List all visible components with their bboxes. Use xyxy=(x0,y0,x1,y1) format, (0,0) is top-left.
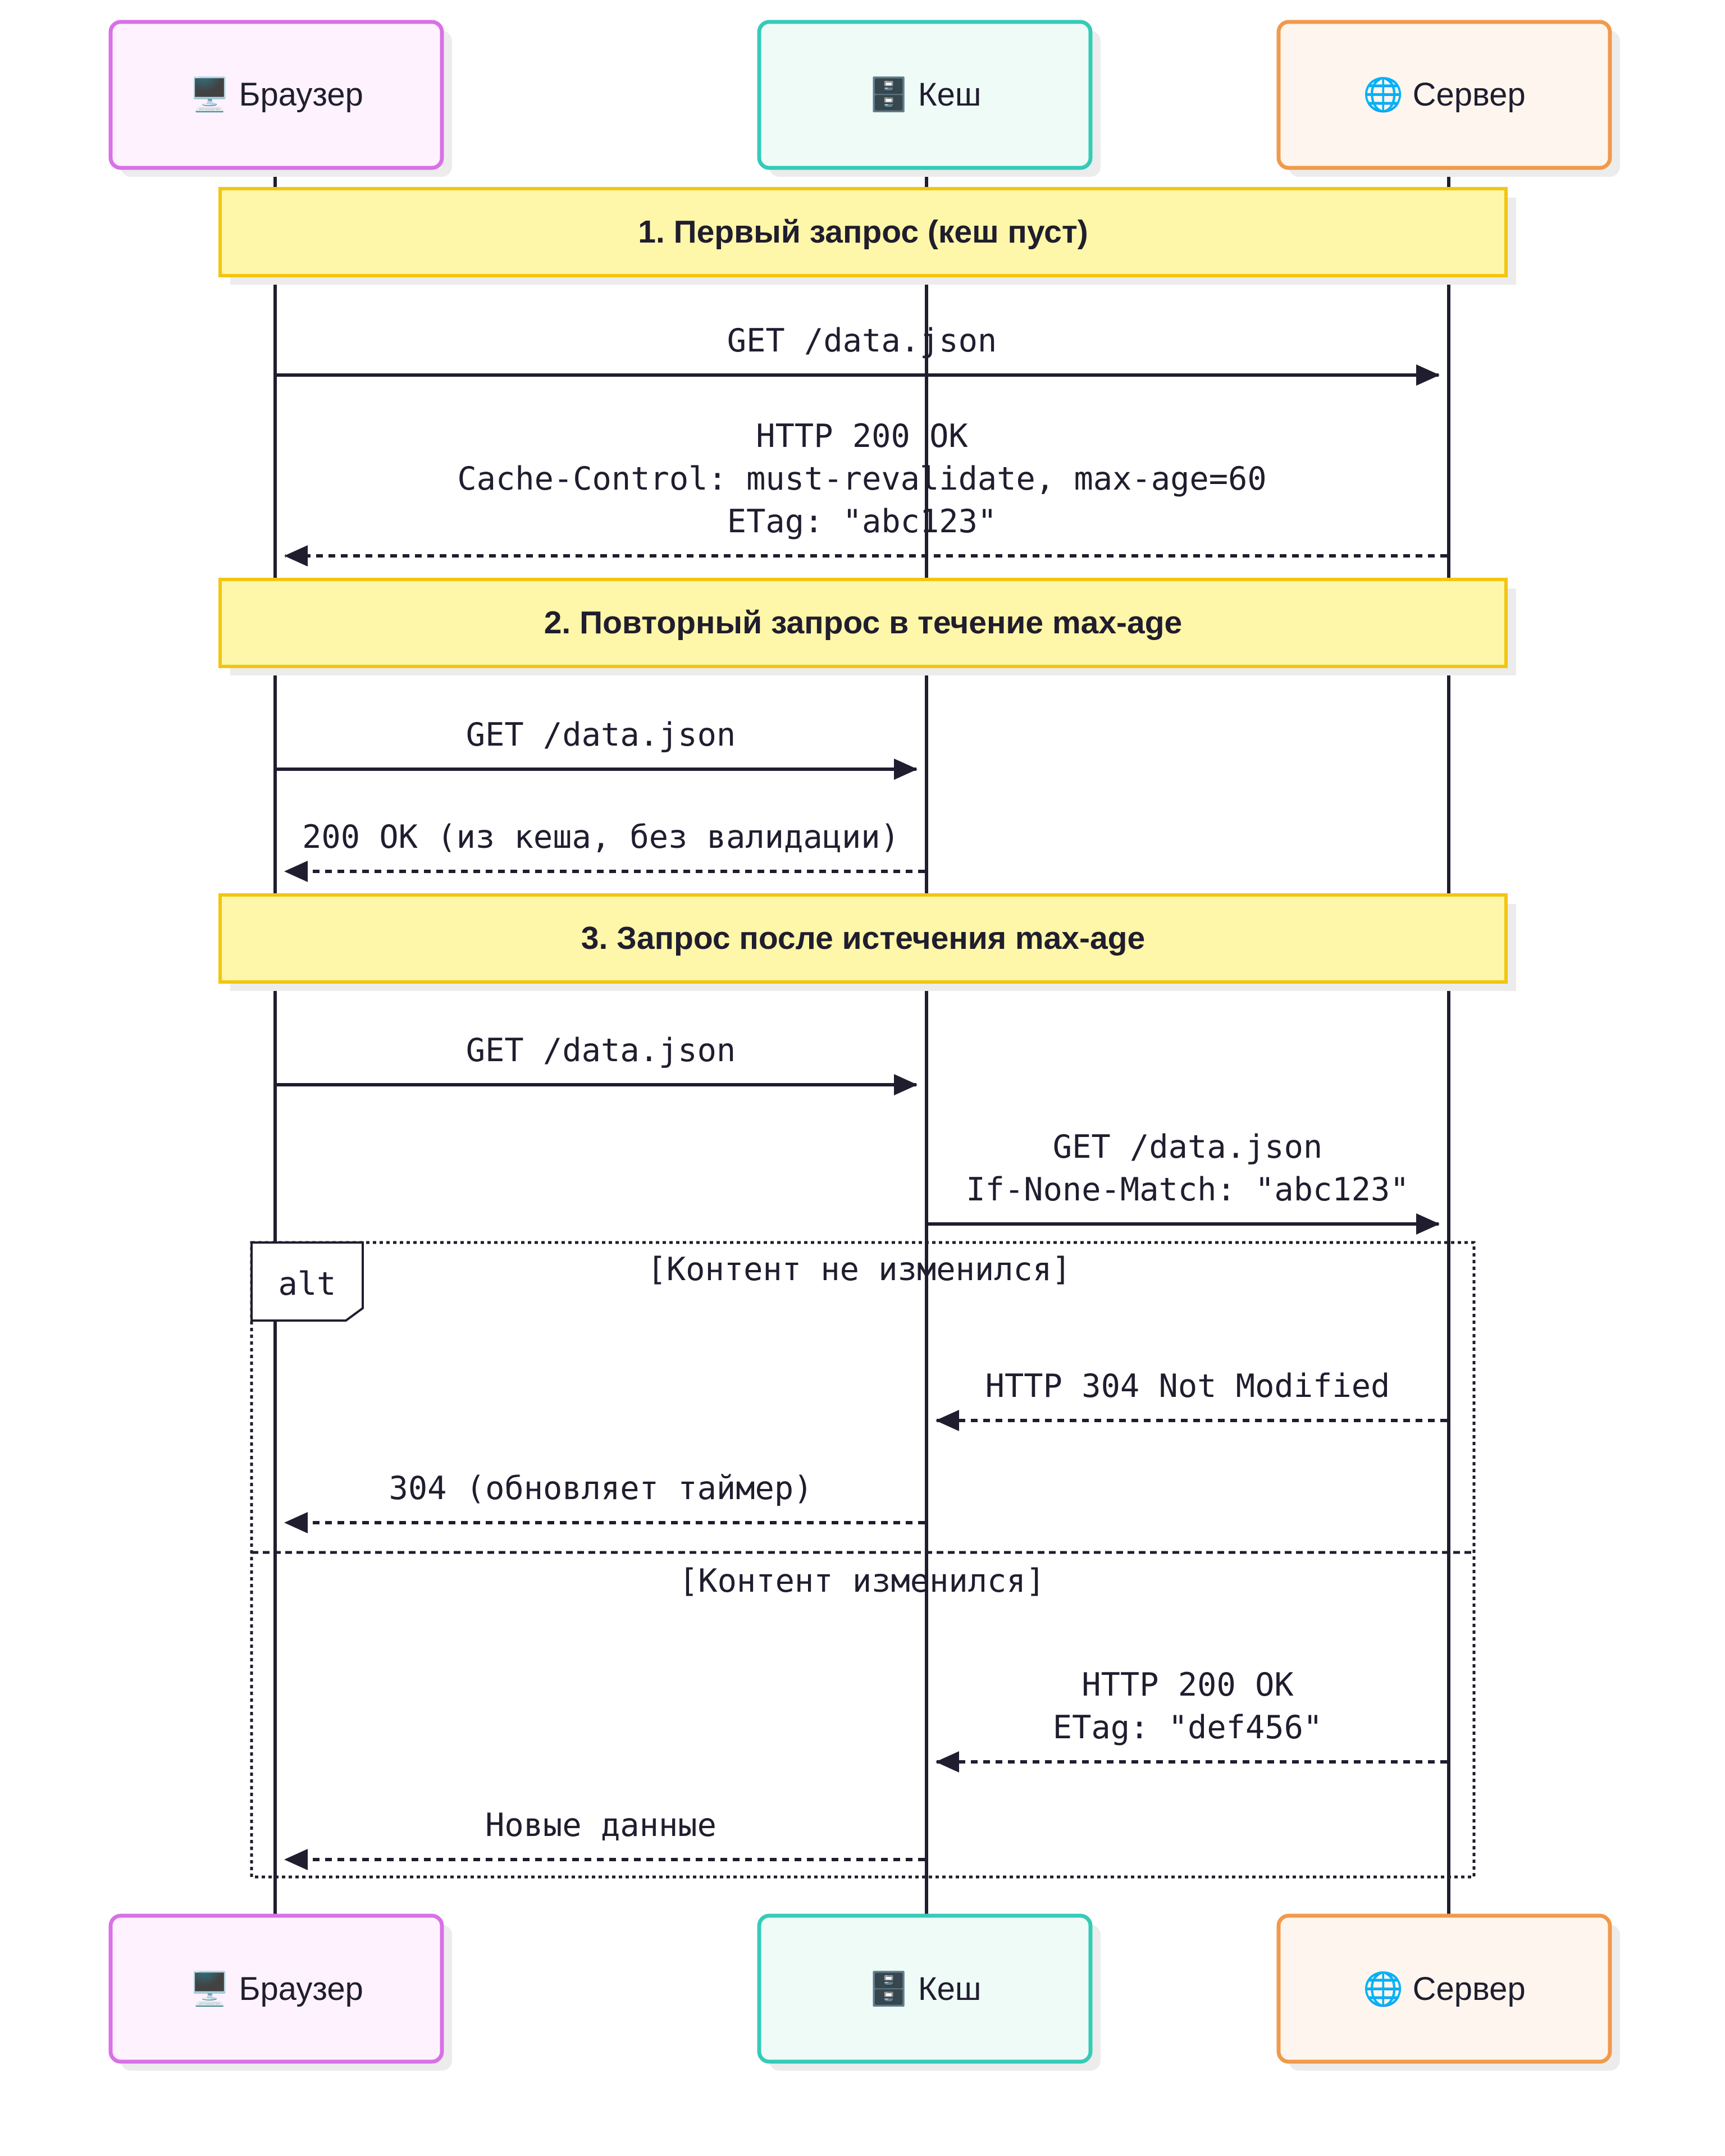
message-4: 200 OK (из кеша, без валидации) xyxy=(284,819,925,882)
message-label: Новые данные xyxy=(485,1807,717,1844)
svg-text:🖥️ Браузер: 🖥️ Браузер xyxy=(189,76,363,113)
participant-server-label: Сервер xyxy=(1413,1971,1526,2007)
arrowhead-icon xyxy=(935,1751,959,1773)
arrowhead-icon xyxy=(284,1849,308,1870)
message-label: HTTP 304 Not Modified xyxy=(985,1368,1390,1405)
alt-frame-border xyxy=(250,1241,1476,1879)
message-5: GET /data.json xyxy=(277,1032,918,1095)
alt-label-tab xyxy=(250,1241,364,1322)
participant-cache-top: 🗄️ Кеш xyxy=(757,20,1101,177)
monitor-icon: 🖥️ xyxy=(189,1970,230,2007)
alt-condition-changed: [Контент изменился] xyxy=(679,1563,1045,1600)
message-label: ETag: "abc123" xyxy=(727,503,997,540)
message-label: GET /data.json xyxy=(466,1032,736,1069)
message-label: 200 OK (из кеша, без валидации) xyxy=(302,819,900,856)
message-label: GET /data.json xyxy=(466,716,736,753)
arrowhead-icon xyxy=(284,545,308,567)
arrowhead-icon xyxy=(1416,1213,1440,1235)
message-label: If-None-Match: "abc123" xyxy=(966,1171,1409,1208)
file-cabinet-icon: 🗄️ xyxy=(869,1970,909,2007)
message-label: HTTP 200 OK xyxy=(1081,1666,1294,1703)
message-8: 304 (обновляет таймер) xyxy=(284,1470,925,1533)
lifelines xyxy=(273,168,1450,1920)
svg-text:🗄️ Кеш: 🗄️ Кеш xyxy=(869,76,982,113)
alt-condition-unchanged: [Контент не изменился] xyxy=(647,1251,1071,1288)
message-7: HTTP 304 Not Modified xyxy=(935,1368,1447,1431)
alt-label: alt xyxy=(279,1266,336,1303)
message-label: HTTP 200 OK xyxy=(756,418,968,455)
alt-frame: alt [Контент не изменился] [Контент изме… xyxy=(250,1241,1476,1879)
message-label: GET /data.json xyxy=(727,322,997,359)
globe-icon: 🌐 xyxy=(1363,76,1403,113)
participant-server-top: 🌐 Сервер xyxy=(1276,20,1620,177)
participant-cache-bottom: 🗄️ Кеш xyxy=(757,1913,1101,2071)
participant-cache-label: Кеш xyxy=(918,76,982,113)
notes: 1. Первый запрос (кеш пуст) 2. Повторный… xyxy=(218,187,1516,991)
participant-server-label: Сервер xyxy=(1413,76,1526,113)
message-9: HTTP 200 OK ETag: "def456" xyxy=(935,1666,1447,1773)
arrowhead-icon xyxy=(894,1074,918,1095)
participant-server-bottom: 🌐 Сервер xyxy=(1276,1913,1620,2071)
message-10: Новые данные xyxy=(284,1807,925,1870)
file-cabinet-icon: 🗄️ xyxy=(869,76,909,113)
note-first-request-text: 1. Первый запрос (кеш пуст) xyxy=(638,214,1088,250)
participant-browser-top: 🖥️ Браузер xyxy=(108,20,452,177)
arrowhead-icon xyxy=(935,1410,959,1431)
arrowhead-icon xyxy=(1416,364,1440,386)
participants-bottom: 🖥️ Браузер 🗄️ Кеш 🌐 Сервер xyxy=(108,1913,1620,2071)
svg-text:🗄️ Кеш: 🗄️ Кеш xyxy=(869,1970,982,2007)
message-label: ETag: "def456" xyxy=(1053,1709,1322,1746)
participants-top: 🖥️ Браузер 🗄️ Кеш 🌐 Сервер xyxy=(108,20,1620,177)
participant-browser-label: Браузер xyxy=(239,76,363,113)
message-2: HTTP 200 OK Cache-Control: must-revalidat… xyxy=(284,418,1447,567)
svg-text:🌐 Сервер: 🌐 Сервер xyxy=(1363,76,1525,113)
globe-icon: 🌐 xyxy=(1363,1970,1403,2007)
participant-browser-bottom: 🖥️ Браузер xyxy=(108,1913,452,2071)
arrowhead-icon xyxy=(284,861,308,882)
message-label: Cache-Control: must-revalidate, max-age=… xyxy=(457,460,1266,497)
note-repeat-request-text: 2. Повторный запрос в течение max-age xyxy=(544,605,1183,641)
message-3: GET /data.json xyxy=(277,716,918,780)
arrowhead-icon xyxy=(284,1512,308,1533)
note-first-request: 1. Первый запрос (кеш пуст) xyxy=(218,187,1516,285)
participant-cache-label: Кеш xyxy=(918,1971,982,2007)
message-label: GET /data.json xyxy=(1053,1129,1322,1166)
message-1: GET /data.json xyxy=(277,322,1440,386)
note-repeat-request: 2. Повторный запрос в течение max-age xyxy=(218,578,1516,675)
participant-browser-label: Браузер xyxy=(239,1971,363,2007)
svg-text:🖥️ Браузер: 🖥️ Браузер xyxy=(189,1970,363,2007)
note-expired-request: 3. Запрос после истечения max-age xyxy=(218,893,1516,991)
monitor-icon: 🖥️ xyxy=(189,76,230,113)
note-expired-request-text: 3. Запрос после истечения max-age xyxy=(581,920,1145,956)
arrowhead-icon xyxy=(894,759,918,780)
svg-text:🌐 Сервер: 🌐 Сервер xyxy=(1363,1970,1525,2007)
message-label: 304 (обновляет таймер) xyxy=(389,1470,813,1507)
